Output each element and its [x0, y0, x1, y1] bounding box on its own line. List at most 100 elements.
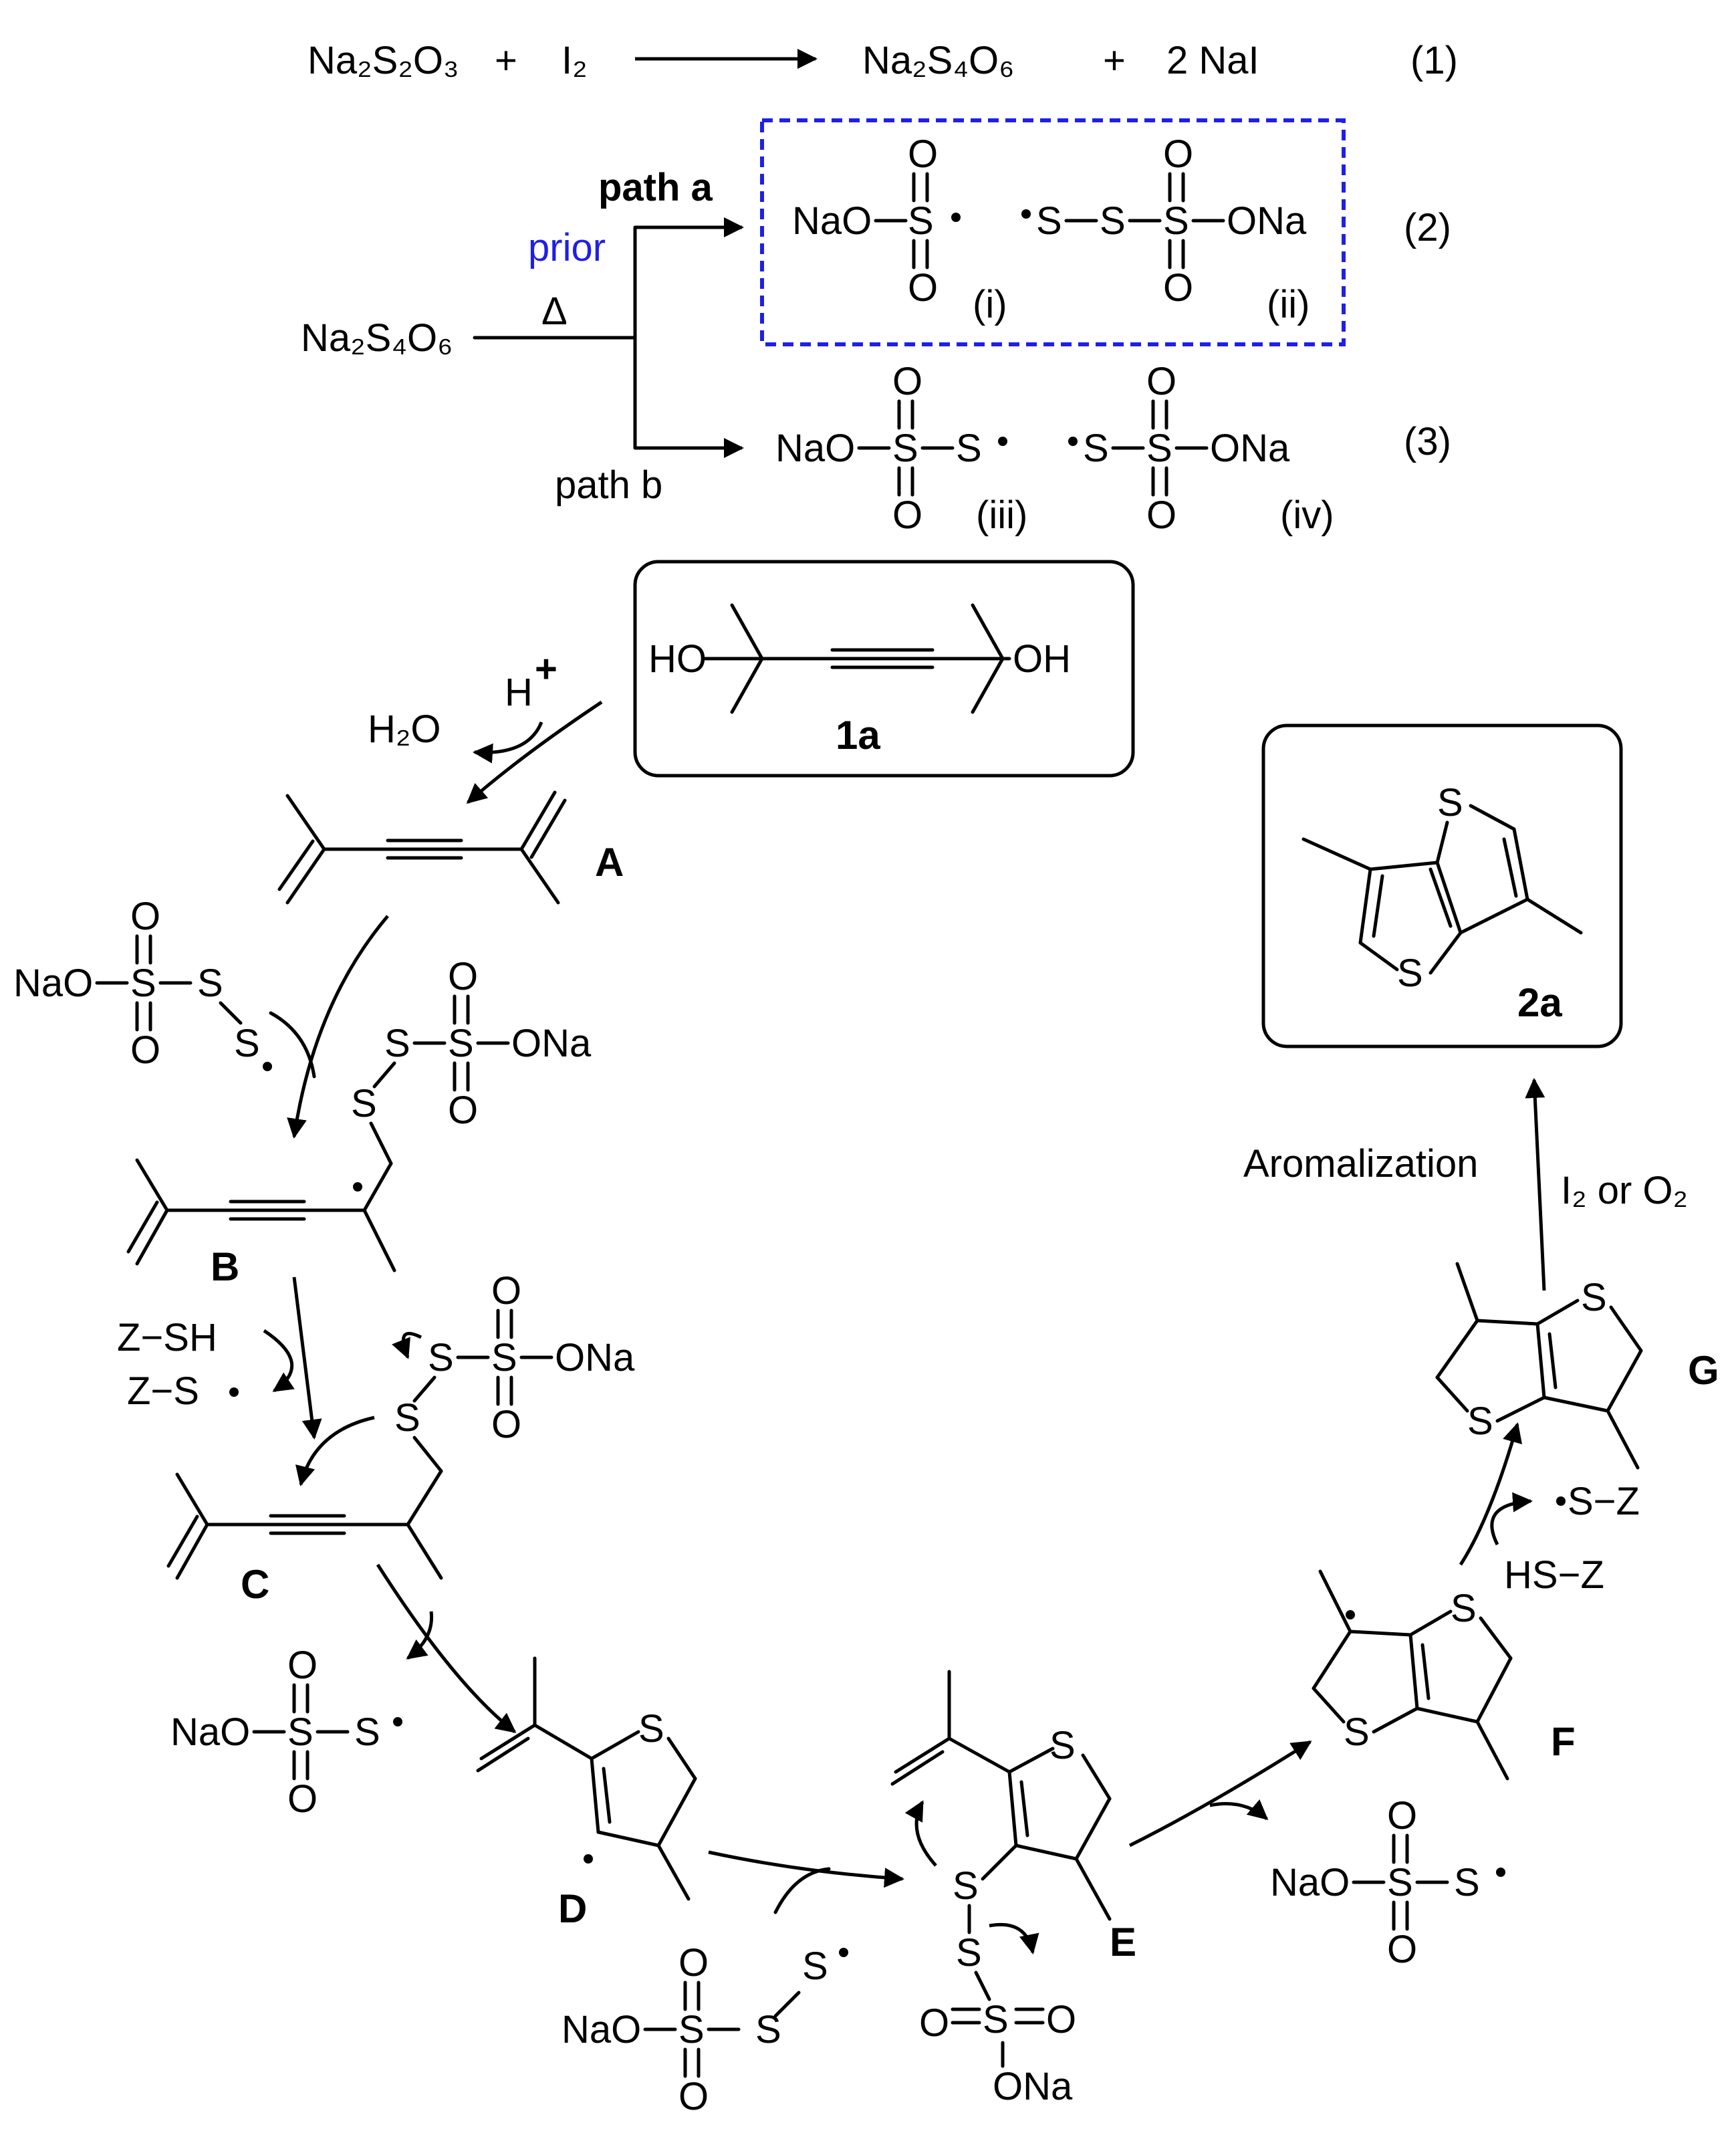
compound-e: S S S S O O ONa E — [890, 1670, 1136, 2108]
atom-label: S — [956, 1931, 982, 1975]
released-radical-1: NaO S O O S — [170, 1644, 402, 1821]
reaction-arrow-f-to-g — [1459, 1422, 1523, 1566]
bond — [1502, 837, 1518, 898]
bond — [285, 794, 326, 851]
aromalization-label: Aromalization — [1243, 1142, 1478, 1186]
bond — [1415, 1706, 1479, 1724]
atom-label: S — [892, 427, 918, 470]
atom-label: ONa — [993, 2065, 1073, 2108]
bond — [590, 1757, 600, 1834]
mechanism-arrow — [392, 1331, 422, 1359]
radical-dot — [584, 1854, 593, 1864]
compound-label: 1a — [836, 713, 880, 758]
compound-label: G — [1688, 1348, 1719, 1393]
mechanism-arrow — [904, 1800, 937, 1867]
atom-label: O — [908, 266, 938, 310]
bond — [219, 1001, 243, 1025]
plus-sign: + — [495, 39, 517, 82]
path-a-label: path a — [598, 166, 713, 209]
bond — [1435, 1319, 1479, 1379]
bond — [1479, 1616, 1513, 1660]
bond — [1420, 1643, 1431, 1700]
atom-label: S — [638, 1707, 664, 1751]
bond — [656, 1777, 697, 1847]
bond — [1495, 1395, 1546, 1423]
bond — [894, 1736, 951, 1774]
thiosulfate-reactant: Na₂S₂O₃ — [307, 39, 459, 82]
atom-label: ONa — [555, 1336, 635, 1379]
radical-dot — [353, 1182, 362, 1192]
bond — [126, 1200, 159, 1254]
bond — [947, 1736, 1011, 1774]
bond — [175, 1472, 209, 1527]
bond — [406, 1469, 443, 1527]
bond — [476, 1736, 530, 1773]
compound-f: S S F — [1312, 1569, 1576, 1781]
bond — [1358, 867, 1372, 945]
atom-label: S — [1049, 1724, 1076, 1767]
equation-number-3: (3) — [1404, 420, 1451, 463]
bond — [369, 1121, 393, 1165]
radical-iii: NaO S O O S (iii) — [775, 360, 1027, 537]
bond — [1475, 1319, 1539, 1326]
radical-species-2: NaO S O O S S — [562, 1941, 848, 2118]
atom-label: O — [1146, 493, 1176, 537]
atom-label: HO — [648, 637, 707, 681]
bond — [285, 847, 326, 905]
radical-i: NaO S O O (i) — [792, 132, 1007, 326]
bond — [1535, 1299, 1580, 1326]
bond — [1469, 804, 1516, 831]
atom-label: NaO — [170, 1710, 250, 1754]
atom-label: O — [1163, 266, 1193, 310]
bond — [1408, 1633, 1419, 1710]
bond — [656, 1843, 691, 1901]
bond — [1435, 861, 1463, 935]
radical-dot — [393, 1717, 402, 1726]
bond — [1455, 1262, 1479, 1323]
bond — [1535, 1322, 1546, 1399]
mechanism-arrow — [1209, 1799, 1269, 1820]
bond — [1475, 1656, 1513, 1724]
compound-c: S S O O ONa S C — [166, 1269, 635, 1607]
bond — [166, 1514, 199, 1568]
radical-label: (iii) — [976, 493, 1027, 537]
path-b-label: path b — [555, 463, 662, 507]
bond — [519, 847, 560, 905]
path-a-highlight-box — [760, 118, 1346, 346]
bond — [1429, 931, 1463, 975]
atom-label: NaO — [562, 2008, 641, 2051]
atom-label: ONa — [511, 1022, 592, 1065]
bond — [1372, 1706, 1419, 1734]
atom-label: S — [351, 1082, 377, 1125]
bond — [1372, 874, 1384, 938]
released-radical-2: NaO S O O S — [1270, 1794, 1505, 1971]
mechanism-arrow — [295, 1416, 375, 1486]
bond — [362, 1161, 393, 1212]
atom-label: S — [197, 962, 223, 1005]
atom-label: O — [448, 955, 478, 998]
bond — [1606, 1349, 1643, 1413]
atom-label: S — [130, 962, 156, 1005]
compound-label: E — [1110, 1920, 1136, 1964]
hydrogen-transfer-2: S−Z HS−Z — [1490, 1480, 1640, 1597]
bond — [1014, 1843, 1078, 1861]
radical-dot — [1496, 1868, 1505, 1877]
atom-label: S — [448, 1022, 474, 1065]
bond — [666, 1736, 697, 1781]
reagent-label: Z−SH — [117, 1316, 217, 1359]
bond — [1358, 941, 1399, 972]
bond — [1429, 867, 1453, 928]
reaction-arrow-d-to-e — [708, 1850, 904, 1888]
reaction-arrow-a-to-b — [287, 915, 389, 1139]
atom-label: H — [505, 671, 533, 714]
radical-dot — [839, 1948, 848, 1957]
atom-label: O — [892, 360, 922, 403]
bond — [590, 1730, 640, 1761]
radical-label: (i) — [973, 283, 1007, 326]
atom-label: OH — [1013, 637, 1071, 681]
bond — [730, 603, 764, 661]
reagent-label: Z−S — [127, 1369, 199, 1413]
bond — [519, 790, 557, 851]
mechanism-arrow — [466, 700, 603, 804]
bond — [1007, 1770, 1018, 1847]
